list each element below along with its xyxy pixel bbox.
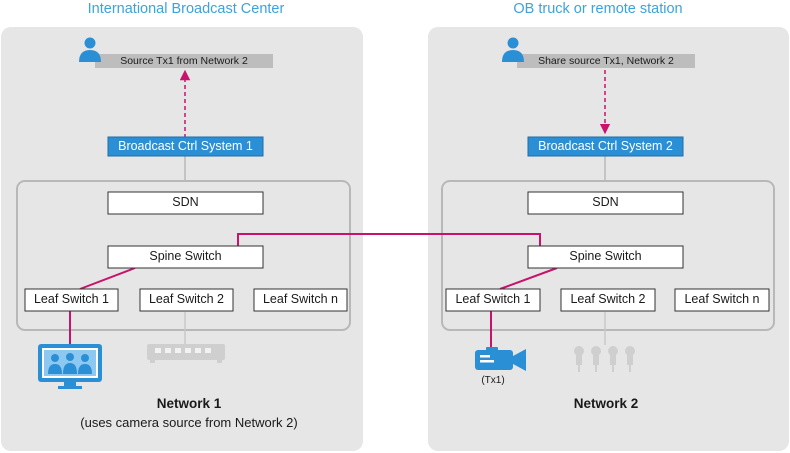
user-icon bbox=[502, 37, 524, 62]
right-leaf1-box bbox=[445, 288, 541, 312]
right-sdn-box bbox=[527, 191, 684, 215]
left-panel bbox=[1, 27, 363, 451]
right-leafn-label: Leaf Switch n bbox=[684, 292, 760, 306]
right-control-system-label: Broadcast Ctrl System 2 bbox=[538, 139, 673, 153]
switch-device-icon bbox=[147, 344, 225, 363]
left-spine-leaf-link bbox=[79, 267, 136, 290]
inter-network-link bbox=[237, 233, 541, 246]
network-2-title: Network 2 bbox=[573, 396, 639, 411]
right-source-label: Share source Tx1, Network 2 bbox=[538, 55, 674, 67]
right-source-bar bbox=[517, 54, 695, 68]
left-source-bar bbox=[95, 54, 273, 68]
network-1-subtitle: (uses camera source from Network 2) bbox=[80, 415, 298, 430]
left-control-system-label: Broadcast Ctrl System 1 bbox=[118, 139, 253, 153]
right-sdn-label: SDN bbox=[592, 195, 619, 209]
network-1-title: Network 1 bbox=[156, 396, 222, 411]
right-control-box bbox=[527, 136, 684, 157]
left-spine-label: Spine Switch bbox=[149, 249, 222, 263]
left-leaf1-box bbox=[24, 288, 119, 312]
right-network-outline bbox=[441, 180, 775, 331]
left-spine-box bbox=[107, 245, 264, 269]
microphone-icon bbox=[574, 346, 635, 372]
right-leaf1-label: Leaf Switch 1 bbox=[455, 292, 531, 306]
camera-label: (Tx1) bbox=[481, 375, 505, 386]
right-spine-leaf-link bbox=[499, 267, 558, 290]
user-icon bbox=[79, 37, 101, 62]
left-leaf1-label: Leaf Switch 1 bbox=[33, 292, 110, 306]
left-leaf2-box bbox=[139, 288, 234, 312]
monitor-icon bbox=[38, 344, 102, 389]
right-leaf2-label: Leaf Switch 2 bbox=[570, 292, 646, 306]
left-sdn-box bbox=[107, 191, 264, 215]
right-panel bbox=[428, 27, 789, 451]
left-leafn-box bbox=[253, 288, 348, 312]
camera-icon bbox=[475, 347, 526, 371]
right-panel-header: OB truck or remote station bbox=[513, 1, 683, 17]
left-control-box bbox=[107, 136, 264, 157]
left-panel-header: International Broadcast Center bbox=[87, 1, 285, 17]
right-spine-label: Spine Switch bbox=[569, 249, 642, 263]
left-network-outline bbox=[16, 180, 351, 331]
left-leafn-label: Leaf Switch n bbox=[262, 292, 339, 306]
right-leafn-box bbox=[674, 288, 770, 312]
left-leaf2-label: Leaf Switch 2 bbox=[148, 292, 225, 306]
right-spine-box bbox=[527, 245, 684, 269]
left-source-label: Source Tx1 from Network 2 bbox=[120, 55, 248, 67]
left-sdn-label: SDN bbox=[172, 195, 199, 209]
right-leaf2-box bbox=[560, 288, 656, 312]
